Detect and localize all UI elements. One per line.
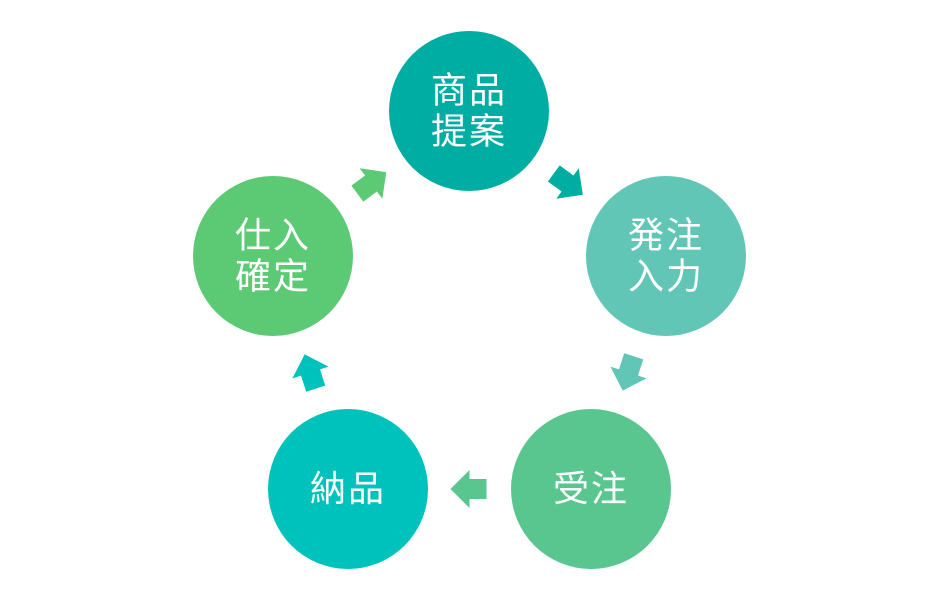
node-label-line: 発注 — [628, 216, 704, 257]
node-nohin: 納品 — [268, 409, 428, 569]
arrow-hatchu-nyuryoku-to-juchu — [610, 353, 647, 391]
node-label-line: 商品 — [431, 71, 507, 112]
node-label-line: 仕入 — [235, 216, 311, 257]
node-label-line: 納品 — [310, 469, 386, 510]
node-circle — [268, 409, 428, 569]
node-circle — [511, 409, 671, 569]
node-circle — [389, 31, 549, 191]
node-label-line: 入力 — [628, 257, 704, 298]
arrow-juchu-to-nohin — [450, 470, 487, 508]
node-label-line: 受注 — [553, 469, 629, 510]
arrow-layer — [292, 165, 647, 508]
node-circle — [193, 176, 353, 336]
arrow-nohin-to-shiire-kakutei — [292, 354, 329, 392]
node-circle — [586, 176, 746, 336]
node-label-line: 提案 — [431, 112, 507, 153]
node-juchu: 受注 — [511, 409, 671, 569]
node-label-line: 確定 — [235, 257, 311, 298]
arrow-shiire-kakutei-to-shohin-teian — [351, 168, 387, 202]
arrow-shohin-teian-to-hatchu-nyuryoku — [547, 165, 583, 199]
